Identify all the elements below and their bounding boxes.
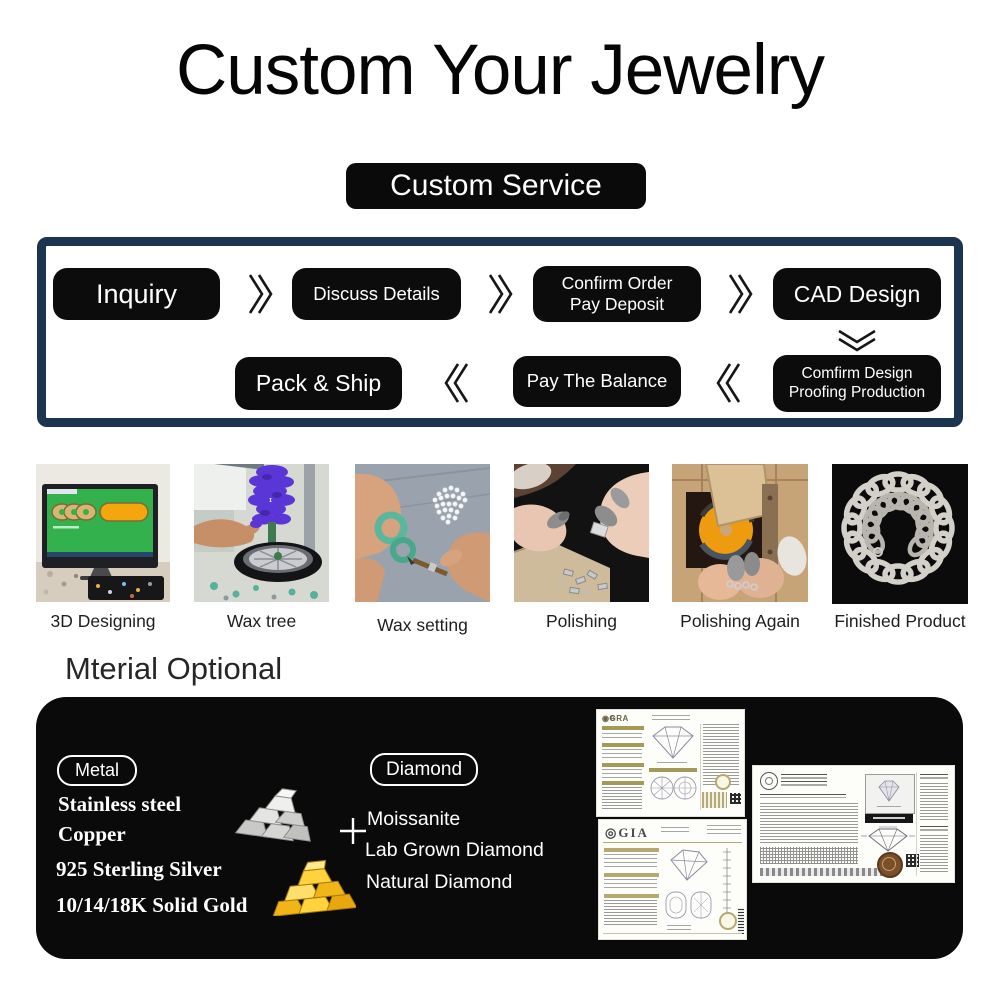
hologram-strip (702, 792, 727, 808)
photo-finished-product (832, 464, 968, 604)
metal-item: 925 Sterling Silver (56, 857, 222, 881)
gra-logo: ◉GRA® (602, 714, 629, 723)
photo-polishing-again (672, 464, 808, 602)
diamond-item: Natural Diamond (366, 871, 513, 893)
metal-label: Metal (57, 755, 137, 786)
photo-3d-designing (36, 464, 170, 602)
flow-step-label: Comfirm Design (801, 364, 913, 382)
flow-step-label: Inquiry (95, 278, 178, 309)
flow-step-label: Proofing Production (788, 383, 926, 401)
qr-code (730, 793, 741, 804)
metal-item: Copper (58, 822, 126, 846)
gold-seal (715, 774, 731, 790)
gold-seal (719, 912, 737, 930)
silver-ingots-icon (235, 788, 311, 842)
diamond-item: Moissanite (367, 808, 461, 830)
flow-step-inquiry: Inquiry (53, 268, 220, 320)
metal-item: 10/14/18K Solid Gold (56, 893, 248, 917)
flow-step-label: Discuss Details (313, 282, 440, 304)
chevron-right-icon (248, 274, 273, 314)
photo-caption: Wax setting (377, 615, 468, 635)
fine-print-block (760, 847, 858, 864)
certificate-igi (753, 766, 954, 882)
diamond-diagram (670, 849, 708, 881)
round-diagrams (650, 776, 697, 800)
plus-icon (340, 818, 366, 844)
chevron-left-icon (716, 363, 741, 403)
qr-code (906, 854, 919, 867)
diamond-label: Diamond (370, 753, 478, 786)
gia-logo: ◎GIA (605, 825, 649, 840)
footer-strip (760, 868, 890, 876)
shape-diagrams (665, 891, 712, 919)
photo-wax-setting (355, 464, 490, 602)
flow-step-cad-design: CAD Design (773, 268, 941, 320)
chevron-right-icon (728, 274, 753, 314)
page-title: Custom Your Jewelry (176, 31, 825, 110)
flow-step-pay-balance: Pay The Balance (513, 356, 681, 407)
flow-step-pack-ship: Pack & Ship (235, 357, 402, 410)
diamond-item: Lab Grown Diamond (365, 839, 544, 861)
certificate-gra: ◉GRA® (597, 710, 744, 816)
photo-polishing (514, 464, 649, 602)
flow-step-label: Confirm Order (561, 272, 673, 293)
custom-service-badge: Custom Service (346, 163, 646, 209)
grading-scale (723, 848, 731, 918)
chevron-right-icon (488, 274, 513, 314)
diamond-diagram (652, 726, 694, 759)
photo-wax-tree (194, 464, 329, 602)
flow-step-discuss-details: Discuss Details (292, 268, 461, 320)
photo-caption: Wax tree (226, 611, 297, 631)
gold-bars-icon (272, 859, 356, 916)
diamond-measure-diagram (861, 826, 915, 852)
cert-text-lines (652, 715, 690, 723)
material-optional-heading: Mterial Optional (65, 651, 283, 686)
flow-step-label: CAD Design (793, 280, 921, 307)
flow-step-confirm-design: Comfirm Design Proofing Production (773, 355, 941, 412)
chevron-down-icon (838, 329, 876, 352)
photo-caption: Finished Product (834, 611, 966, 631)
flow-step-label: Pay Deposit (569, 294, 665, 314)
institute-seal-icon (760, 772, 778, 790)
flow-step-label: Pack & Ship (255, 370, 382, 397)
chevron-left-icon (444, 363, 469, 403)
certificate-gia: ◎GIA (599, 820, 746, 939)
metal-item: Stainless steel (58, 792, 182, 816)
photo-caption: 3D Designing (50, 611, 156, 631)
diamond-photo (878, 780, 900, 802)
flow-step-confirm-order: Confirm Order Pay Deposit (533, 266, 701, 322)
photo-caption: Polishing Again (680, 611, 800, 631)
barcode (738, 908, 744, 934)
photo-caption: Polishing (545, 611, 618, 631)
flow-step-label: Pay The Balance (526, 370, 668, 392)
